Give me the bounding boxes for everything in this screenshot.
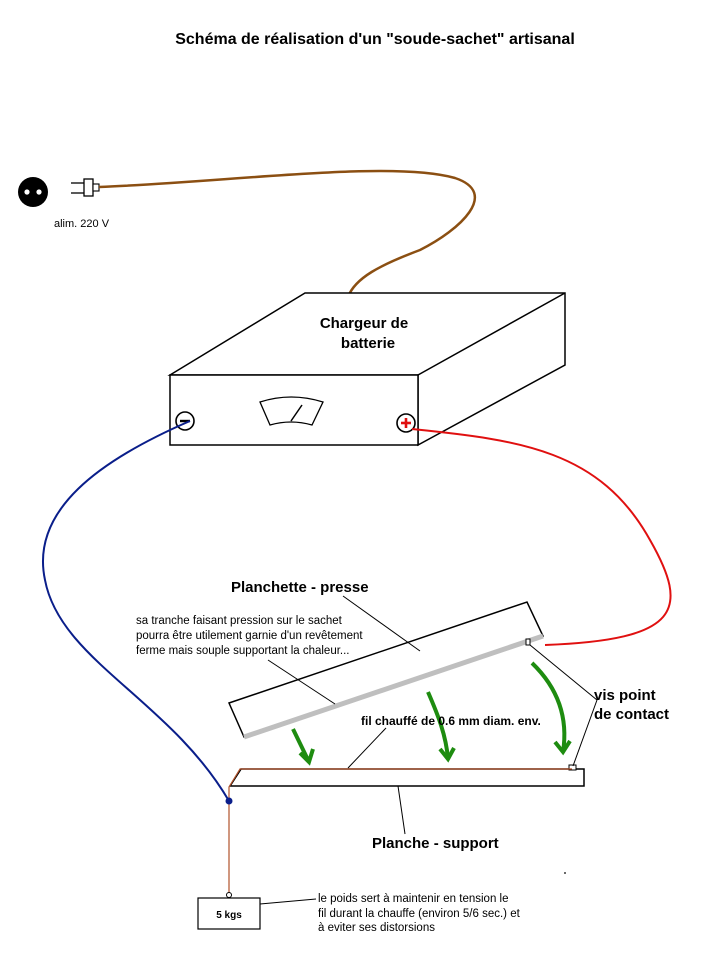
- negative-terminal: [175, 411, 195, 431]
- contact-screw-label-line1: vis point: [594, 687, 656, 704]
- leader-line: [529, 644, 598, 701]
- charger-label-line1: Chargeur de: [320, 315, 408, 332]
- arrow-head-icon: [438, 747, 456, 763]
- press-plank: [227, 601, 545, 740]
- positive-terminal: [396, 413, 416, 433]
- press-plank-label: Planchette - presse: [231, 579, 369, 596]
- arrow-head-icon: [298, 748, 315, 766]
- charger-label-line2: batterie: [341, 335, 395, 352]
- arrow-down-icon: [426, 691, 450, 760]
- contact-screw-label-line2: de contact: [594, 706, 669, 723]
- mains-cable: [98, 169, 477, 298]
- power-label: alim. 220 V: [54, 218, 110, 230]
- weight-label: 5 kgs: [216, 910, 242, 921]
- base-plank-label: Planche - support: [372, 835, 499, 852]
- battery-charger: Chargeur de batterie: [167, 292, 566, 447]
- arrow-head-icon: [553, 739, 572, 756]
- stray-dot: [564, 872, 566, 874]
- weight-note-line3: à eviter ses distorsions: [318, 922, 435, 934]
- press-note-line3: ferme mais souple supportant la chaleur.…: [136, 645, 350, 657]
- leader-line: [572, 699, 598, 767]
- leader-line: [397, 785, 406, 835]
- negative-wire: [42, 420, 230, 802]
- heating-wire-label: fil chauffé de 0.6 mm diam. env.: [361, 714, 541, 728]
- weight-block: 5 kgs: [197, 892, 261, 930]
- heating-wire: [228, 768, 572, 801]
- arrow-down-icon: [530, 661, 567, 753]
- arrow-down-icon: [291, 728, 311, 763]
- leader-line: [347, 727, 387, 769]
- diagram-title: Schéma de réalisation d'un "soude-sachet…: [175, 31, 575, 48]
- positive-wire: [411, 428, 672, 646]
- leader-line: [267, 659, 336, 705]
- press-note-line1: sa tranche faisant pression sur le sache…: [136, 615, 343, 627]
- weight-note-line2: fil durant la chauffe (environ 5/6 sec.)…: [318, 908, 521, 920]
- base-plank: [228, 764, 585, 787]
- leader-line: [259, 898, 317, 905]
- wall-socket-icon: [18, 177, 48, 207]
- pressure-arrows: [291, 661, 572, 766]
- press-note-line2: pourra être utilement garnie d'un revête…: [136, 630, 363, 642]
- plug-icon: [71, 178, 100, 197]
- weight-note-line1: le poids sert à maintenir en tension le: [318, 893, 509, 905]
- leader-line: [342, 595, 421, 652]
- meter-gauge-icon: [259, 396, 324, 426]
- wire-junction: [225, 797, 233, 805]
